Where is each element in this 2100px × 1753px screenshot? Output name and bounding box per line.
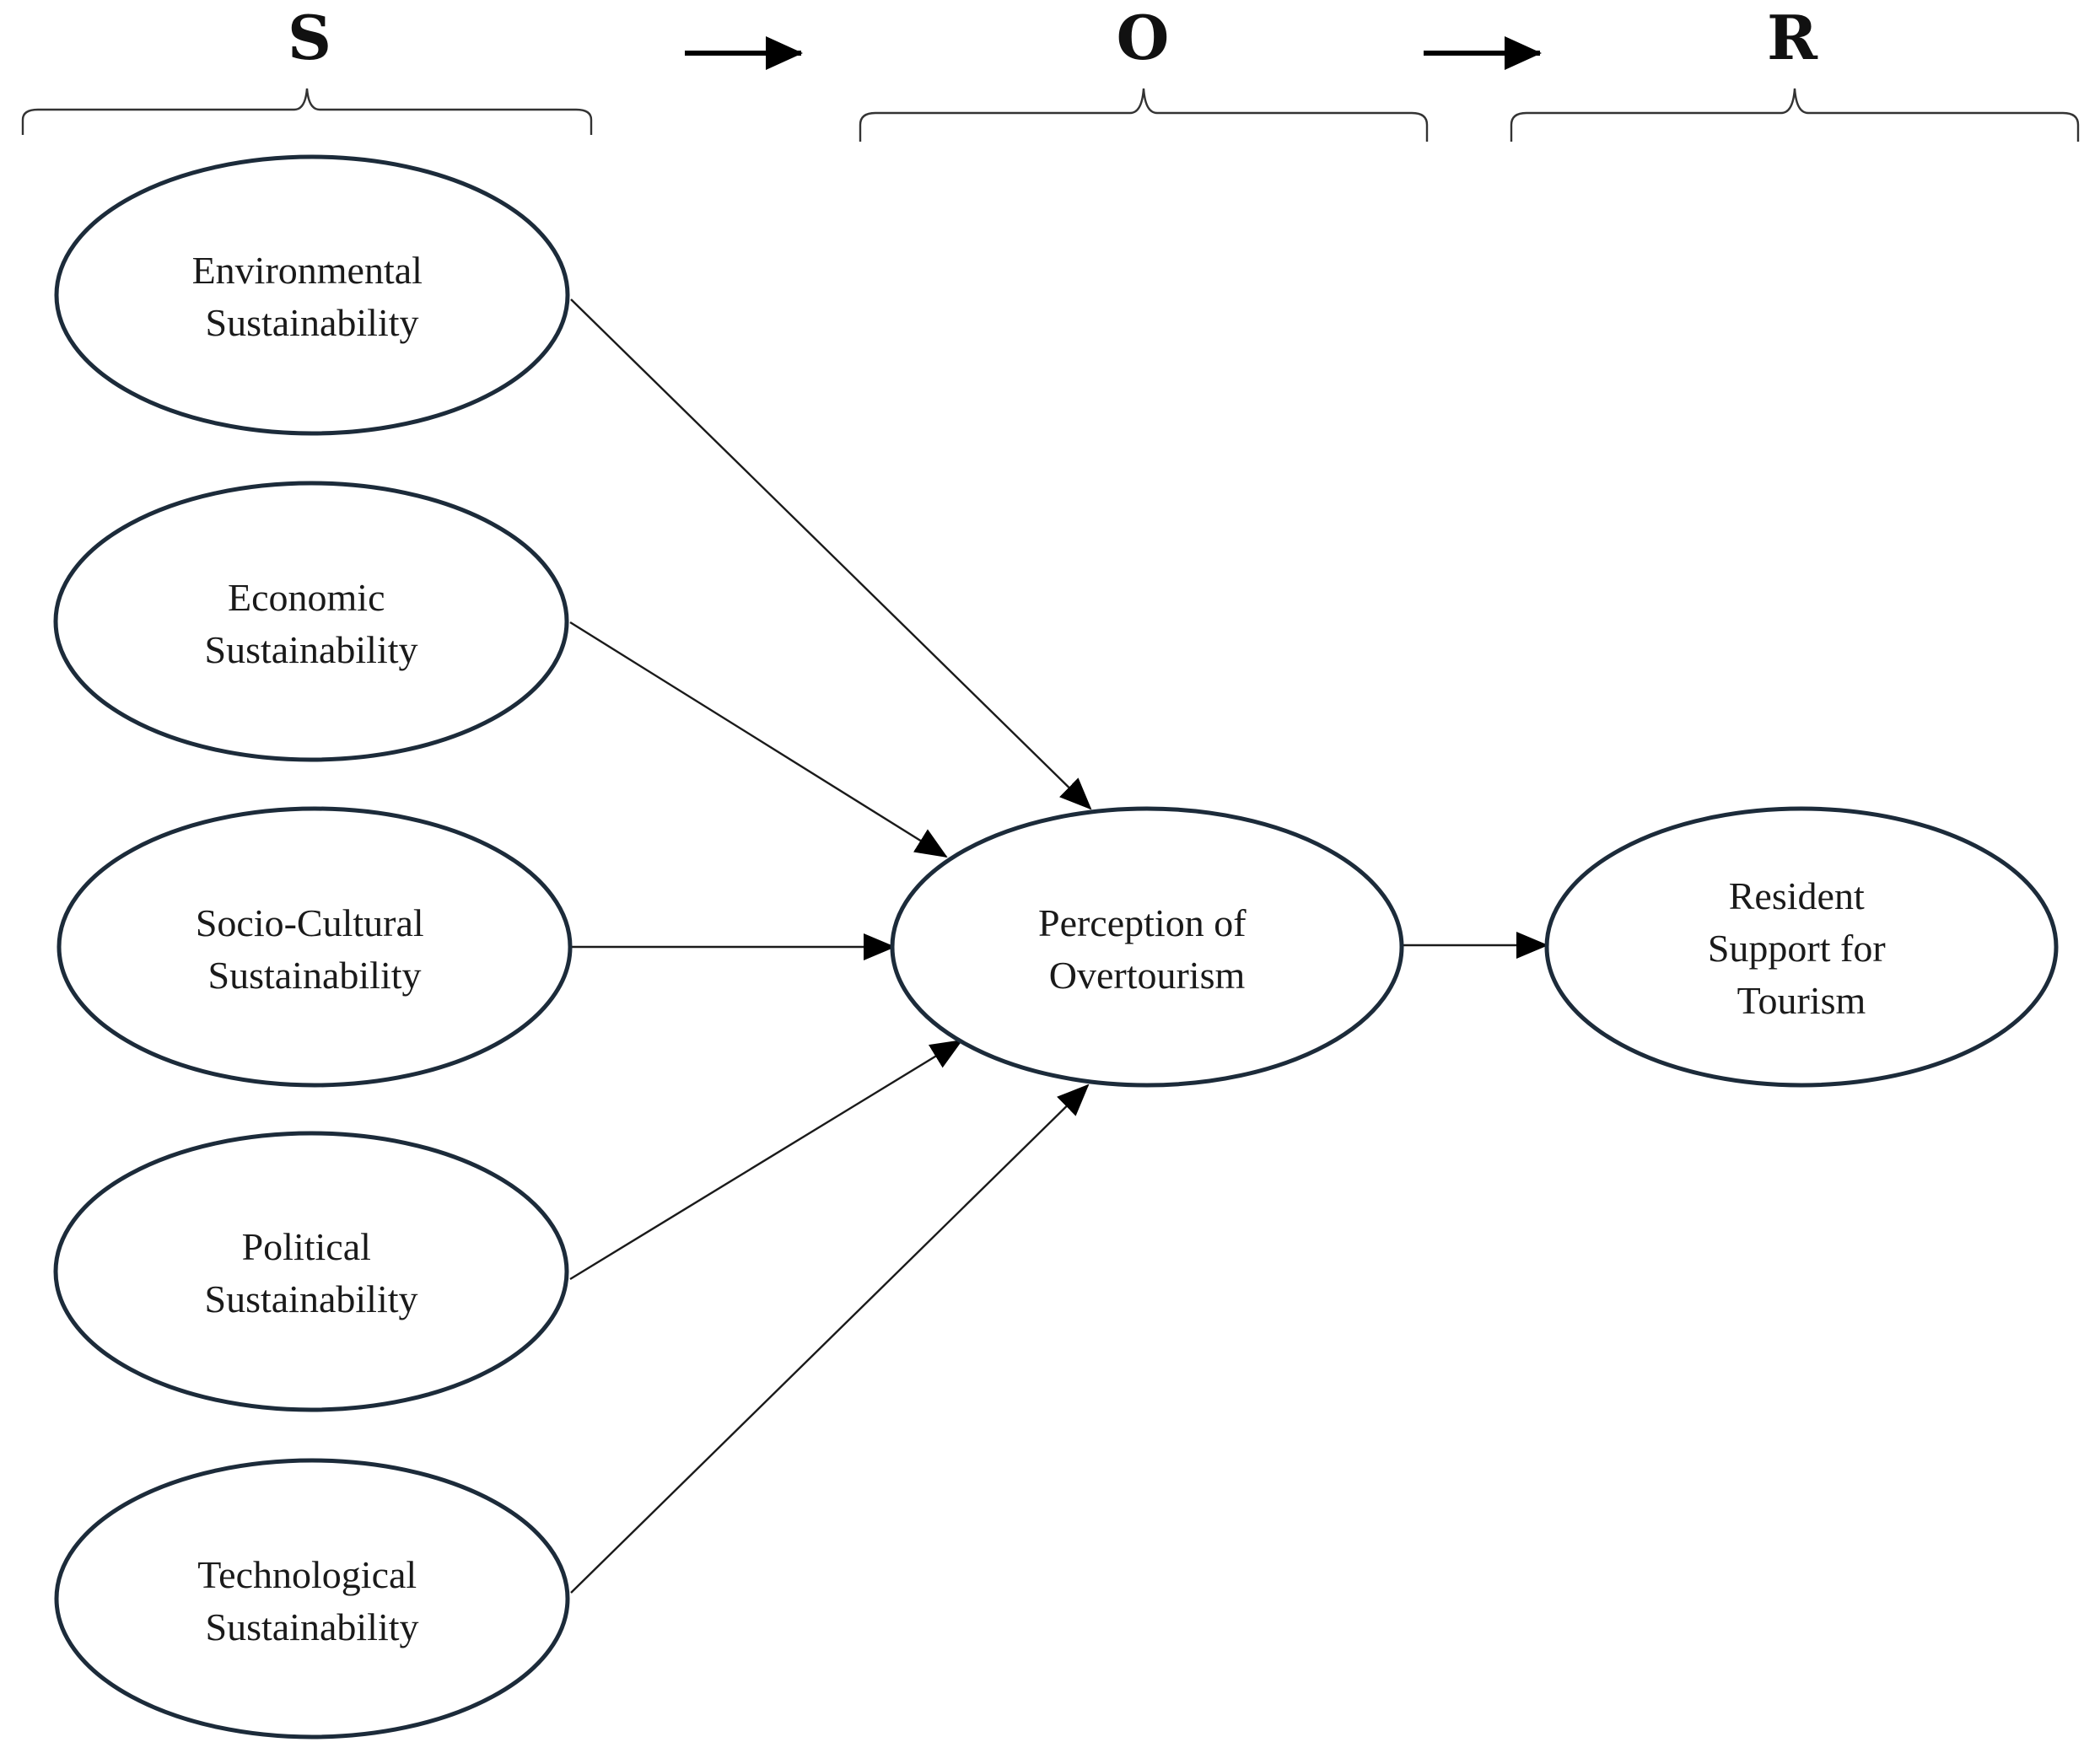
stage-label-s: S [288,2,331,73]
node-label: Perception of Overtourism [1038,901,1256,997]
node-economic-sustainability: Economic Sustainability [53,481,569,762]
node-label-line: Resident [1729,874,1865,917]
node-label-line: Support for [1708,927,1886,970]
node-ellipse [1544,806,2059,1088]
brace-o [859,88,1429,142]
node-label-line: Sustainability [205,628,418,671]
edge-technological-to-perception [570,1084,1090,1594]
node-resident-support-for-tourism: Resident Support for Tourism [1544,806,2059,1088]
edges-layer [569,298,1548,1594]
node-label-line: Socio-Cultural [196,901,424,944]
node-ellipse [54,154,570,436]
node-ellipse [54,1458,570,1740]
nodes-layer: Environmental Sustainability Economic Su… [53,154,2059,1740]
node-label: Economic Sustainability [205,576,418,671]
stage-label-r: R [1767,2,1818,73]
node-label: Environmental Sustainability [192,249,433,344]
node-label-line: Sustainability [208,954,422,997]
edge-economic-to-perception [569,621,948,858]
node-label: Technological Sustainability [197,1553,426,1648]
node-label-line: Tourism [1737,979,1866,1022]
node-label-line: Economic [228,576,385,619]
node-ellipse [57,806,573,1088]
edge-political-to-perception [569,1039,963,1281]
node-environmental-sustainability: Environmental Sustainability [54,154,570,436]
stage-label-o: O [1117,2,1170,73]
node-label-line: Sustainability [206,1605,419,1648]
node-ellipse [53,481,569,762]
node-technological-sustainability: Technological Sustainability [54,1458,570,1740]
node-label-line: Perception of [1038,901,1247,944]
node-political-sustainability: Political Sustainability [53,1131,569,1412]
node-label-line: Sustainability [205,1277,418,1320]
node-label-line: Political [242,1225,371,1268]
edge-environmental-to-perception [570,298,1092,810]
node-label-line: Technological [197,1553,417,1596]
node-label: Resident Support for Tourism [1708,874,1895,1022]
node-sociocultural-sustainability: Socio-Cultural Sustainability [57,806,573,1088]
node-label-line: Overtourism [1049,954,1246,997]
node-ellipse [890,806,1404,1088]
node-ellipse [53,1131,569,1412]
node-label-line: Sustainability [206,301,419,344]
node-label: Socio-Cultural Sustainability [196,901,433,997]
node-label-line: Environmental [192,249,423,292]
brace-r [1510,88,2080,142]
node-label: Political Sustainability [205,1225,418,1320]
node-perception-of-overtourism: Perception of Overtourism [890,806,1404,1088]
brace-s [21,88,593,135]
